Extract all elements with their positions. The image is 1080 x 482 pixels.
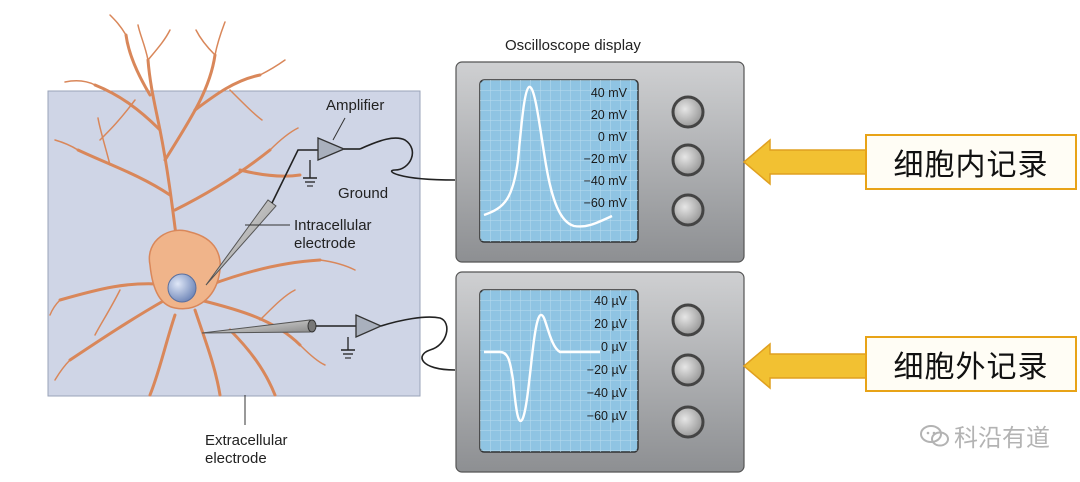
wechat-icon <box>920 424 949 446</box>
intracellular-label-line1: Intracellular <box>294 217 372 234</box>
scale-top-0: 40 mV <box>591 86 628 100</box>
scale-bottom-5: −60 µV <box>587 409 628 423</box>
scale-bottom-3: −20 µV <box>587 363 628 377</box>
scale-top-4: −40 mV <box>584 174 628 188</box>
scale-bottom-4: −40 µV <box>587 386 628 400</box>
amplifier-label: Amplifier <box>326 97 384 114</box>
knob-top-2[interactable] <box>671 143 705 177</box>
watermark: 科沿有道 <box>920 418 1050 453</box>
oscilloscope-display-label: Oscilloscope display <box>505 37 641 54</box>
amplifier-pointer <box>332 117 346 141</box>
intracellular-trace <box>483 85 613 228</box>
tissue-panel <box>47 90 421 397</box>
nucleus <box>167 273 197 303</box>
watermark-text: 科沿有道 <box>954 424 1050 452</box>
knob-top-3[interactable] <box>671 193 705 227</box>
knob-top-1[interactable] <box>671 95 705 129</box>
callout-extracellular: 细胞外记录 <box>865 336 1077 392</box>
oscilloscope-bottom: 40 µV 20 µV 0 µV −20 µV −40 µV −60 µV <box>455 271 745 473</box>
intracellular-label-line2: electrode <box>294 235 356 252</box>
callout-intracellular: 细胞内记录 <box>865 134 1077 190</box>
knob-bottom-1[interactable] <box>671 303 705 337</box>
arrow-extracellular <box>742 342 867 390</box>
oscilloscope-top: 40 mV 20 mV 0 mV −20 mV −40 mV −60 mV <box>455 61 745 263</box>
scale-top-1: 20 mV <box>591 108 628 122</box>
scale-bottom-0: 40 µV <box>594 294 628 308</box>
extracellular-trace <box>484 313 600 423</box>
knob-bottom-2[interactable] <box>671 353 705 387</box>
scale-bottom-2: 0 µV <box>601 340 628 354</box>
intracellular-electrode <box>205 149 318 286</box>
scale-bottom-1: 20 µV <box>594 317 628 331</box>
knob-bottom-3[interactable] <box>671 405 705 439</box>
amplifier-top <box>303 137 456 187</box>
amplifier-bottom <box>341 314 456 371</box>
scale-top-2: 0 mV <box>598 130 628 144</box>
extracellular-label-line1: Extracellular <box>205 432 288 449</box>
scale-top-3: −20 mV <box>584 152 628 166</box>
ground-label: Ground <box>338 185 388 202</box>
extracellular-label-line2: electrode <box>205 450 267 467</box>
cell-body <box>148 229 221 310</box>
extracellular-electrode <box>201 319 356 334</box>
scale-top-5: −60 mV <box>584 196 628 210</box>
arrow-intracellular <box>742 138 867 186</box>
